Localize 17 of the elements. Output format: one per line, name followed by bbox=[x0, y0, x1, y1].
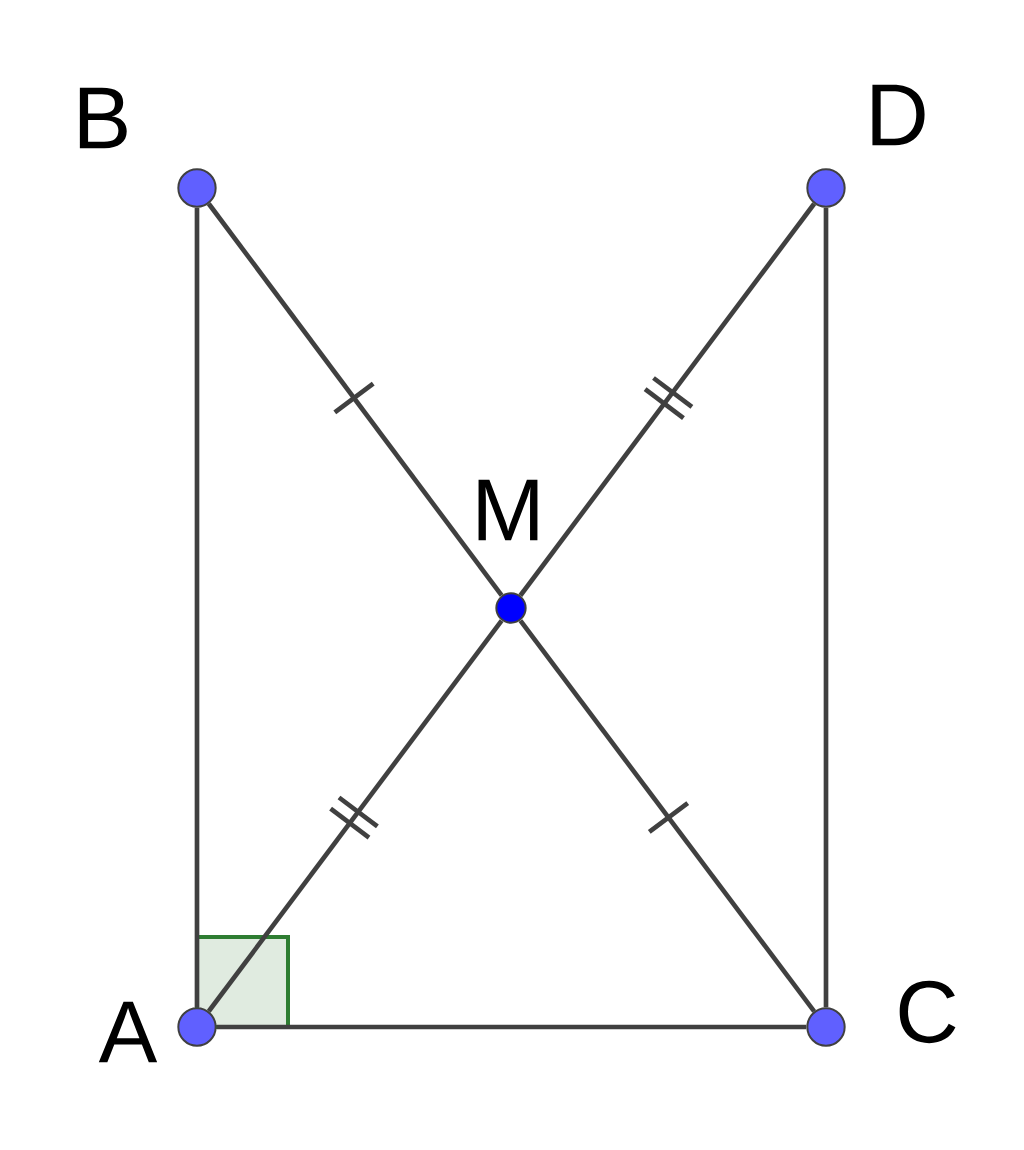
point-label: A bbox=[98, 1001, 158, 1063]
point bbox=[177, 1007, 217, 1047]
point-label: C bbox=[899, 980, 956, 1044]
point-label: B bbox=[79, 87, 127, 149]
line-segment bbox=[216, 1024, 807, 1030]
point-label: M bbox=[478, 479, 538, 541]
line-segment bbox=[823, 207, 829, 1008]
line-segment bbox=[194, 207, 200, 1008]
line-segment bbox=[206, 202, 504, 597]
line-segment bbox=[206, 619, 504, 1013]
point bbox=[495, 592, 527, 624]
point bbox=[806, 1007, 846, 1047]
point bbox=[177, 168, 217, 208]
point-label: D bbox=[872, 84, 925, 146]
line-segment bbox=[518, 619, 817, 1013]
line-segment bbox=[518, 202, 817, 597]
point bbox=[806, 168, 846, 208]
